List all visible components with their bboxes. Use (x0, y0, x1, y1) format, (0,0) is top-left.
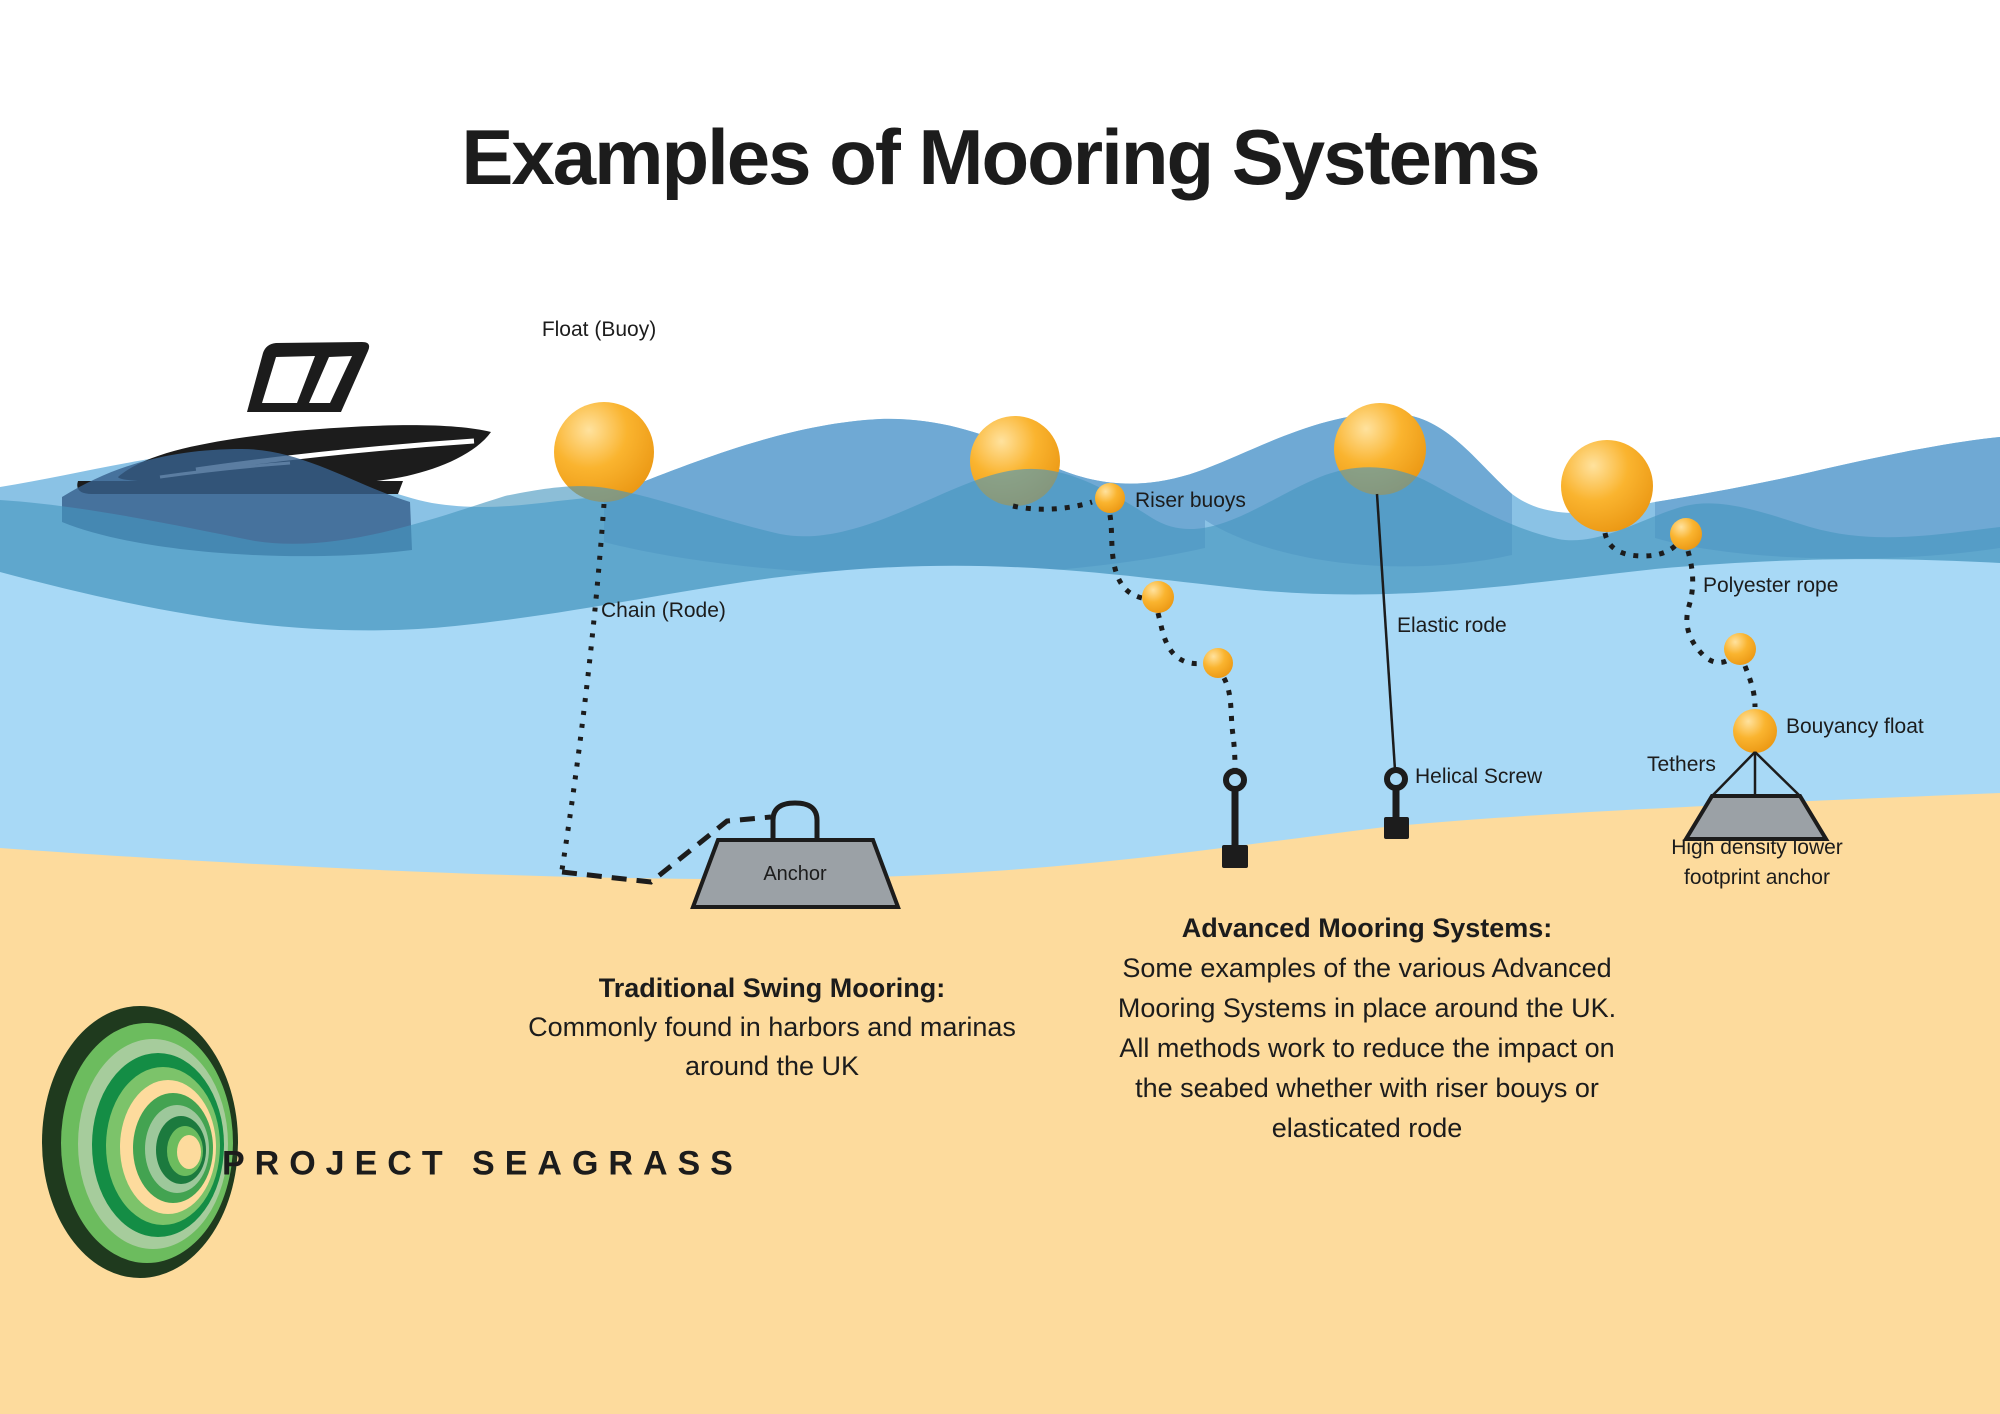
page-title: Examples of Mooring Systems (461, 113, 1540, 201)
hd-anchor-block (1682, 794, 1830, 841)
advanced-caption-line: Some examples of the various Advanced (1122, 953, 1612, 983)
label-riser-buoys: Riser buoys (1135, 489, 1246, 512)
polyester-buoy-small-2 (1724, 633, 1756, 665)
tether-lines (1712, 751, 1800, 796)
advanced-caption-line: elasticated rode (1271, 1113, 1463, 1143)
riser-rope-1 (1012, 499, 1093, 512)
advanced-caption-line: the seabed whether with riser bouys or (1135, 1073, 1599, 1103)
anchor-handle (770, 800, 820, 841)
riser-rope-3 (1155, 612, 1204, 667)
label-tethers: Tethers (1647, 753, 1716, 776)
polyester-rope-2 (1684, 550, 1734, 665)
polyester-buoy-small-1 (1670, 518, 1702, 550)
label-elastic-rode: Elastic rode (1397, 614, 1507, 637)
label-hd-anchor-line1: High density lower (1671, 836, 1843, 859)
advanced-mooring-caption: Advanced Mooring Systems: Some examples … (1118, 908, 1616, 1148)
riser-rope-4 (1221, 676, 1238, 771)
label-bouyancy-float: Bouyancy float (1786, 715, 1924, 738)
chain-seabed-line (561, 814, 772, 885)
riser-screw-head (1222, 845, 1248, 868)
advanced-caption-heading: Advanced Mooring Systems: (1181, 913, 1553, 943)
bouyancy-float (1733, 709, 1777, 753)
polyester-rope-1 (1602, 532, 1678, 559)
riser-mooring (1012, 483, 1248, 868)
chain-rode-line (559, 503, 607, 871)
traditional-mooring (559, 503, 901, 909)
float-buoy-polyester (1561, 440, 1653, 532)
elastic-mooring (1375, 493, 1409, 839)
project-seagrass-wordmark: PROJECT SEAGRASS (222, 1144, 743, 1183)
riser-buoy-small-1 (1095, 483, 1125, 513)
polyester-rope-3 (1742, 665, 1758, 708)
label-float-buoy: Float (Buoy) (541, 318, 657, 341)
label-chain-rode: Chain (Rode) (601, 599, 726, 622)
riser-rope-2 (1107, 514, 1143, 601)
label-anchor: Anchor (763, 863, 827, 885)
riser-buoy-small-2 (1142, 581, 1174, 613)
advanced-caption-line: All methods work to reduce the impact on (1119, 1033, 1615, 1063)
advanced-caption-line: Mooring Systems in place around the UK. (1117, 993, 1617, 1023)
traditional-mooring-caption: Traditional Swing Mooring: Commonly foun… (528, 969, 1016, 1086)
helical-screw-head (1384, 817, 1409, 839)
traditional-caption-line: around the UK (684, 1051, 860, 1081)
label-polyester-rope: Polyester rope (1703, 574, 1839, 597)
project-seagrass-logo-icon (42, 1006, 238, 1278)
traditional-caption-line: Commonly found in harbors and marinas (528, 1012, 1016, 1042)
traditional-caption-heading: Traditional Swing Mooring: (598, 973, 946, 1003)
polyester-mooring (1602, 518, 1830, 841)
label-helical-screw: Helical Screw (1415, 765, 1543, 788)
float-buoy-traditional (554, 402, 654, 502)
elastic-rode-line (1375, 493, 1397, 771)
riser-buoy-small-3 (1203, 648, 1233, 678)
seabed (0, 793, 2000, 1414)
label-hd-anchor-line2: footprint anchor (1684, 866, 1830, 889)
label-hd-anchor: High density lower footprint anchor (1671, 833, 1843, 893)
anchor-block (690, 838, 901, 909)
